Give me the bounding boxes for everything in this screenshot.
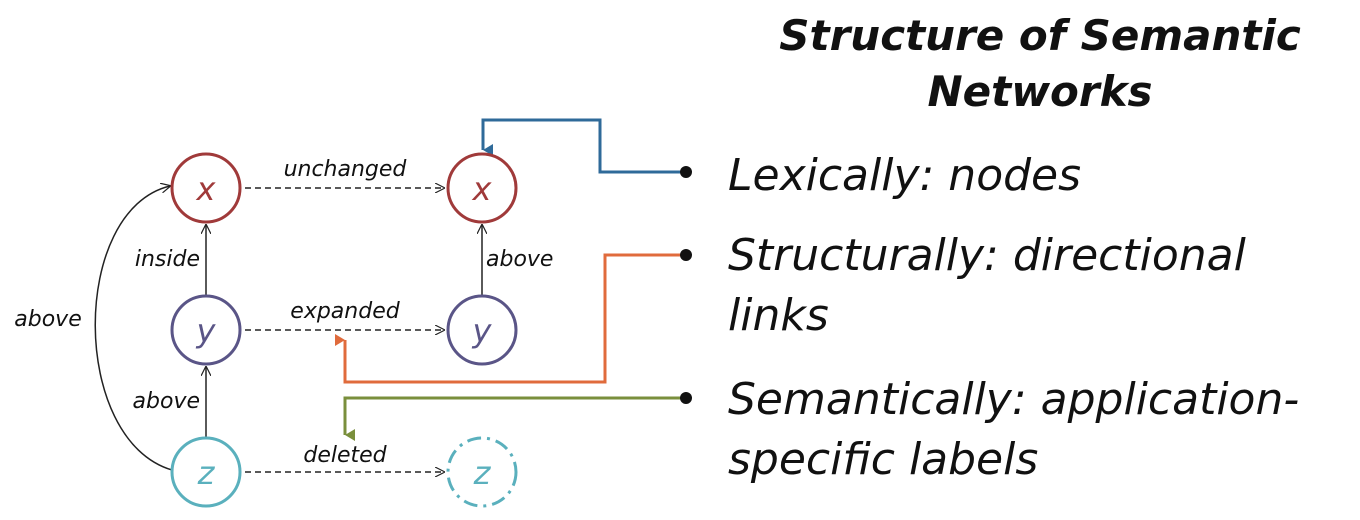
node-y-right-label: y [472, 312, 493, 350]
node-y-left: y [170, 294, 242, 366]
lexical-connector-line [481, 118, 685, 174]
label-inside: inside [135, 247, 200, 272]
semantic-bullet-dot [680, 392, 692, 404]
slide-title: Structure of Semantic Networks [779, 11, 1301, 116]
bullet-structurally: Structurally: directional links [728, 230, 1246, 341]
node-z-left: z [170, 436, 242, 508]
structural-bullet-dot [680, 249, 692, 261]
structural-connector-line [335, 253, 685, 384]
bullet-semantically: Semantically: application-specific label… [728, 374, 1300, 485]
node-x-left-label: x [196, 170, 217, 208]
label-expanded: expanded [290, 299, 400, 324]
label-above-yz: above [133, 389, 200, 414]
node-x-right: x [446, 152, 518, 224]
semantic-connector-line [343, 396, 685, 441]
node-x-left: x [170, 152, 242, 224]
node-y-right: y [446, 294, 518, 366]
node-z-right-deleted: z [446, 436, 518, 508]
label-unchanged: unchanged [284, 157, 408, 182]
node-x-right-label: x [472, 170, 493, 208]
node-y-left-label: y [196, 312, 217, 350]
lexical-bullet-dot [680, 166, 692, 178]
label-deleted: deleted [303, 443, 387, 468]
bullet-lexically: Lexically: nodes [728, 150, 1082, 201]
node-z-left-label: z [197, 454, 216, 492]
node-z-right-label: z [473, 454, 492, 492]
label-above-outer: above [14, 307, 81, 332]
label-above-right: above [486, 247, 553, 272]
edge-z-to-x-curved [94, 186, 173, 471]
